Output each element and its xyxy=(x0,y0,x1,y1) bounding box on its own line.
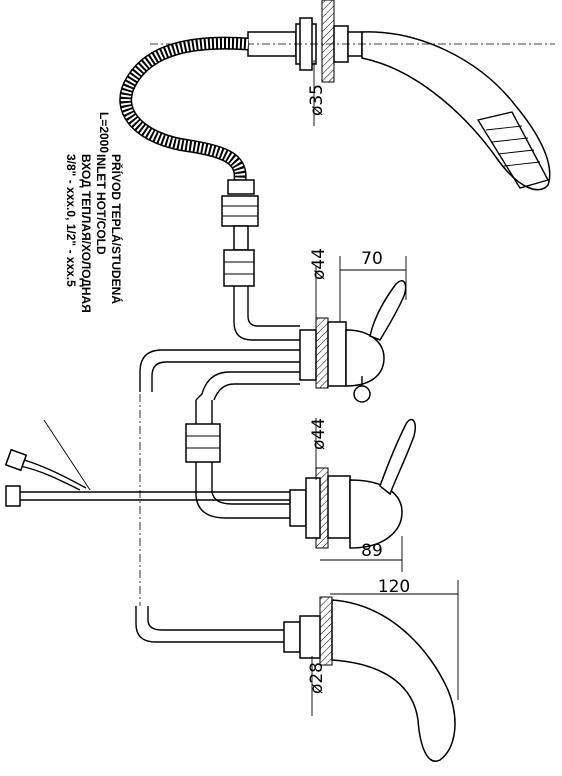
dimension-89: 89 xyxy=(361,541,383,561)
wall-section-middle-upper xyxy=(315,317,329,389)
inlet-label: PŘÍVOD TEPLÁ/STUDENÁ INLET HOT/COLD ВХОД… xyxy=(64,154,124,313)
wall-section-bottom xyxy=(319,596,333,666)
hose-length-label: L=2000 xyxy=(97,112,111,153)
dimension-120: 120 xyxy=(378,577,410,597)
dimension-lines xyxy=(311,60,459,716)
flexible-hose xyxy=(119,36,249,181)
inlet-label-line4: 3/8" - xxx.0, 1/2" - xxx.5 xyxy=(64,154,78,287)
hand-shower-assembly xyxy=(150,17,555,191)
dimension-d28: ø28 xyxy=(307,662,327,694)
upper-mixer-body xyxy=(299,280,407,403)
pipe-network xyxy=(135,286,300,643)
wall-section-top xyxy=(321,0,335,83)
dimension-d35: ø35 xyxy=(307,84,327,116)
lower-mixer-body xyxy=(289,418,417,549)
inlet-hoses xyxy=(4,419,300,507)
inlet-label-line3: ВХОД ТЕПЛАЯ/ХОЛОДНАЯ xyxy=(79,154,93,313)
hose-connector xyxy=(221,179,259,287)
dimension-d44-bottom: ø44 xyxy=(309,418,329,450)
dimension-d44-top: ø44 xyxy=(309,248,329,280)
bath-spout xyxy=(283,599,456,762)
inlet-label-line1: PŘÍVOD TEPLÁ/STUDENÁ xyxy=(109,154,124,304)
inlet-label-line2: INLET HOT/COLD xyxy=(94,154,108,255)
dimension-70: 70 xyxy=(361,249,383,269)
